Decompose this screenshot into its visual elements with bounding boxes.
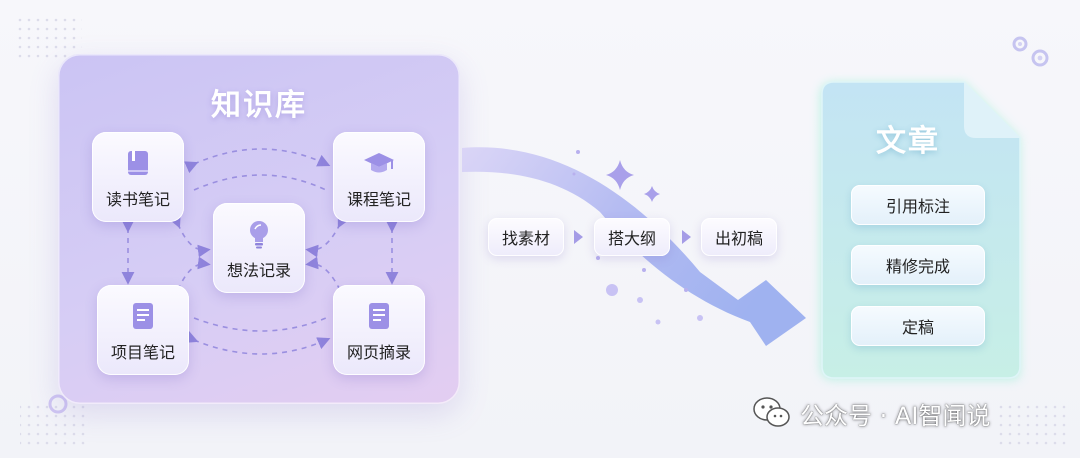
connector-project-web [184, 331, 331, 355]
gear-icon [48, 394, 68, 414]
document-icon [126, 299, 160, 333]
step-arrow-icon [574, 230, 583, 244]
graduation-cap-icon [362, 146, 396, 180]
node-idea-records: 想法记录 [213, 203, 305, 293]
node-project-label: 项目笔记 [110, 343, 175, 362]
node-course-label: 课程笔记 [346, 190, 411, 209]
document-icon [362, 299, 396, 333]
article-title: 文章 [876, 124, 940, 159]
step-build-outline: 搭大纲 [594, 218, 670, 256]
wechat-icon [753, 397, 790, 427]
page-fold-icon [964, 82, 1020, 138]
connector-web-ideas [305, 256, 350, 301]
book-icon [121, 146, 155, 180]
connector-reading-course [184, 148, 331, 174]
sparkle-icon [606, 160, 660, 202]
connector-reading-ideas [168, 214, 211, 258]
step-arrow-icon [682, 230, 691, 244]
node-reading-notes: 读书笔记 [92, 132, 184, 222]
node-web-label: 网页摘录 [346, 343, 411, 362]
watermark-text: 公众号 · AI智闻说 [800, 401, 991, 430]
node-project-notes: 项目笔记 [97, 285, 189, 375]
connector-course-ideas [305, 213, 350, 258]
article-item-polish: 精修完成 [851, 245, 985, 285]
node-course-notes: 课程笔记 [333, 132, 425, 222]
lightbulb-icon [242, 217, 276, 251]
article-item-final: 定稿 [851, 306, 985, 346]
step-find-materials: 找素材 [488, 218, 564, 256]
node-web-excerpts: 网页摘录 [333, 285, 425, 375]
step-first-draft: 出初稿 [701, 218, 777, 256]
gear-icon [1012, 36, 1049, 67]
watermark: 公众号 · AI智闻说 [752, 394, 990, 432]
node-ideas-label: 想法记录 [226, 261, 291, 280]
node-reading-label: 读书笔记 [105, 190, 170, 209]
article-item-citations: 引用标注 [851, 185, 985, 225]
knowledge-base-title: 知识库 [211, 88, 307, 123]
